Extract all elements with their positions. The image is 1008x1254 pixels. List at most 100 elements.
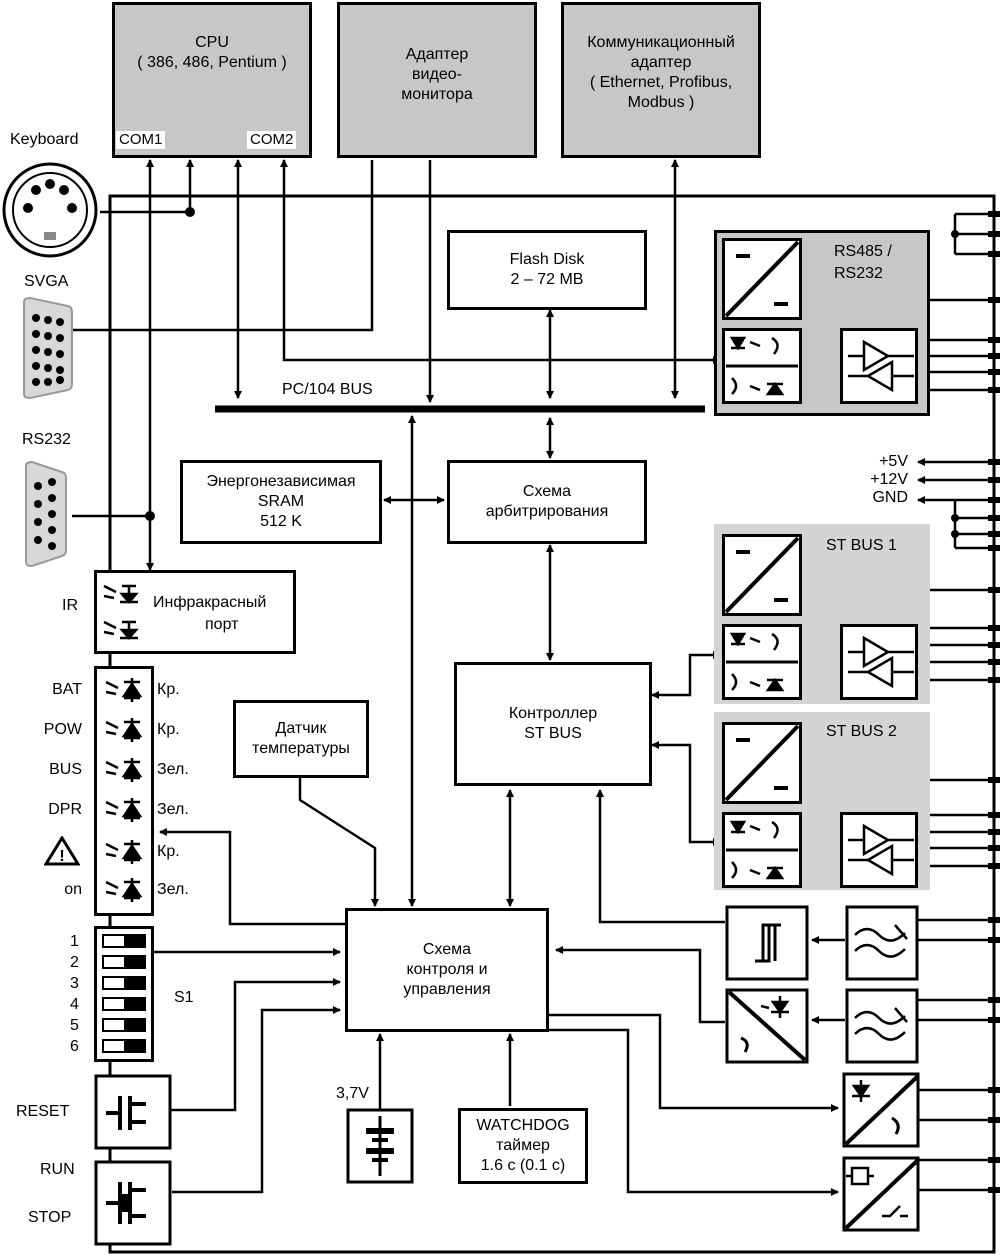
control-block: Схема контроля и управления — [345, 908, 549, 1032]
keyboard-label: Keyboard — [10, 131, 79, 148]
led-icon — [105, 840, 143, 864]
line-driver-icon — [840, 328, 918, 404]
flash-line1: Flash Disk — [509, 251, 585, 268]
filter-icon-2 — [845, 988, 919, 1064]
led-icon — [105, 758, 143, 782]
dip-switch-toggle[interactable] — [102, 1018, 146, 1032]
optocoupler-icon — [722, 328, 802, 404]
power-pin-label: GND — [872, 489, 908, 506]
com1-label: COM1 — [116, 131, 166, 149]
reset-button[interactable] — [94, 1074, 172, 1150]
temp-line2: температуры — [252, 740, 350, 757]
video-adapter-line3: монитора — [401, 86, 473, 103]
keyboard-din-icon — [2, 162, 98, 258]
battery-voltage-label: 3,7V — [336, 1085, 369, 1102]
line-driver-icon — [840, 812, 918, 888]
video-adapter-line2: видео- — [412, 66, 462, 83]
switch-number-label: 2 — [70, 954, 79, 971]
led-color-label: Кр. — [157, 721, 180, 738]
comm-adapter-line4: Modbus ) — [627, 94, 695, 111]
ir-line1: Инфракрасный — [153, 594, 267, 611]
power-pin-label: +12V — [870, 471, 908, 488]
led-color-label: Зел. — [157, 881, 189, 898]
switch-label: S1 — [174, 989, 194, 1006]
dip-switch-toggle[interactable] — [102, 997, 146, 1011]
led-icon — [105, 798, 143, 822]
flash-line2: 2 – 72 MB — [510, 271, 584, 288]
dip-switch-toggle[interactable] — [102, 1039, 146, 1053]
led-icon — [105, 718, 143, 742]
temp-line1: Датчик — [275, 720, 327, 737]
filter-icon — [845, 905, 919, 981]
output-optocoupler-icon — [842, 1072, 920, 1148]
stop-label: STOP — [28, 1209, 72, 1226]
rs485-label-line2: RS232 — [834, 265, 883, 282]
arbiter-line2: арбитрирования — [485, 503, 609, 520]
led-color-label: Кр. — [157, 681, 180, 698]
schmitt-trigger-icon — [725, 905, 809, 981]
led-name-label: BUS — [49, 761, 82, 778]
led-color-label: Зел. — [157, 801, 189, 818]
comm-adapter-module: Коммуникационный адаптер ( Ethernet, Pro… — [561, 2, 761, 158]
led-name-label: on — [64, 881, 82, 898]
input-optocoupler-icon — [725, 988, 809, 1064]
dip-switch-toggle[interactable] — [102, 934, 146, 948]
stbus1-label: ST BUS 1 — [826, 537, 897, 554]
reset-label: RESET — [16, 1103, 70, 1120]
comm-adapter-line3: ( Ethernet, Profibus, — [589, 74, 733, 91]
ir-label: IR — [62, 597, 78, 614]
run-stop-switch[interactable] — [94, 1160, 172, 1246]
dc-converter-icon — [722, 238, 802, 320]
edge-pins — [988, 211, 1000, 1193]
led-icon — [105, 678, 143, 702]
stbus-controller-block: Контроллер ST BUS — [454, 662, 652, 786]
flash-disk-block: Flash Disk 2 – 72 MB — [447, 230, 647, 310]
watchdog-line1: WATCHDOG — [476, 1117, 570, 1134]
dc-converter-icon — [722, 722, 802, 804]
line-driver-icon — [840, 624, 918, 700]
dip-switch-toggle[interactable] — [102, 976, 146, 990]
junction-dots — [145, 207, 959, 538]
db15-connector-icon — [23, 296, 73, 400]
relay-icon — [842, 1156, 920, 1232]
watchdog-block: WATCHDOG таймер 1.6 с (0.1 с) — [458, 1108, 588, 1184]
sram-line1: Энергонезависимая — [206, 473, 356, 490]
db9-connector-icon — [25, 460, 67, 568]
svga-label: SVGA — [24, 273, 69, 290]
watchdog-line2: таймер — [496, 1137, 550, 1154]
video-adapter-module: Адаптер видео- монитора — [337, 2, 537, 158]
switch-number-label: 1 — [70, 933, 79, 950]
switch-number-label: 5 — [70, 1017, 79, 1034]
controller-line1: Контроллер — [508, 705, 598, 722]
comm-adapter-line1: Коммуникационный — [587, 34, 735, 51]
dip-switch-toggle[interactable] — [102, 955, 146, 969]
arbiter-block: Схема арбитрирования — [447, 460, 647, 544]
rs485-label-line1: RS485 / — [834, 243, 892, 260]
com2-label: COM2 — [247, 131, 297, 149]
switch-number-label: 6 — [70, 1038, 79, 1055]
cpu-title: CPU — [195, 34, 229, 51]
control-line2: контроля и — [406, 961, 488, 978]
optocoupler-icon — [722, 812, 802, 888]
ir-line2: порт — [205, 616, 239, 633]
watchdog-line3: 1.6 с (0.1 с) — [480, 1157, 566, 1174]
controller-line2: ST BUS — [524, 725, 582, 742]
optocoupler-icon — [722, 624, 802, 700]
switch-number-label: 3 — [70, 975, 79, 992]
rs232-connector-label: RS232 — [22, 431, 71, 448]
led-icon — [103, 584, 139, 640]
video-adapter-line1: Адаптер — [405, 46, 469, 63]
svg-text:!: ! — [59, 848, 64, 865]
ir-port-block: Инфракрасный порт — [94, 570, 296, 654]
led-icon — [105, 878, 143, 902]
sram-line2: SRAM — [257, 493, 305, 510]
led-color-label: Зел. — [157, 761, 189, 778]
run-label: RUN — [40, 1161, 75, 1178]
power-pin-label: +5V — [879, 453, 908, 470]
stbus2-label: ST BUS 2 — [826, 723, 897, 740]
comm-adapter-line2: адаптер — [630, 54, 692, 71]
led-color-label: Кр. — [157, 843, 180, 860]
led-name-label: DPR — [48, 801, 82, 818]
sram-block: Энергонезависимая SRAM 512 K — [180, 460, 382, 544]
